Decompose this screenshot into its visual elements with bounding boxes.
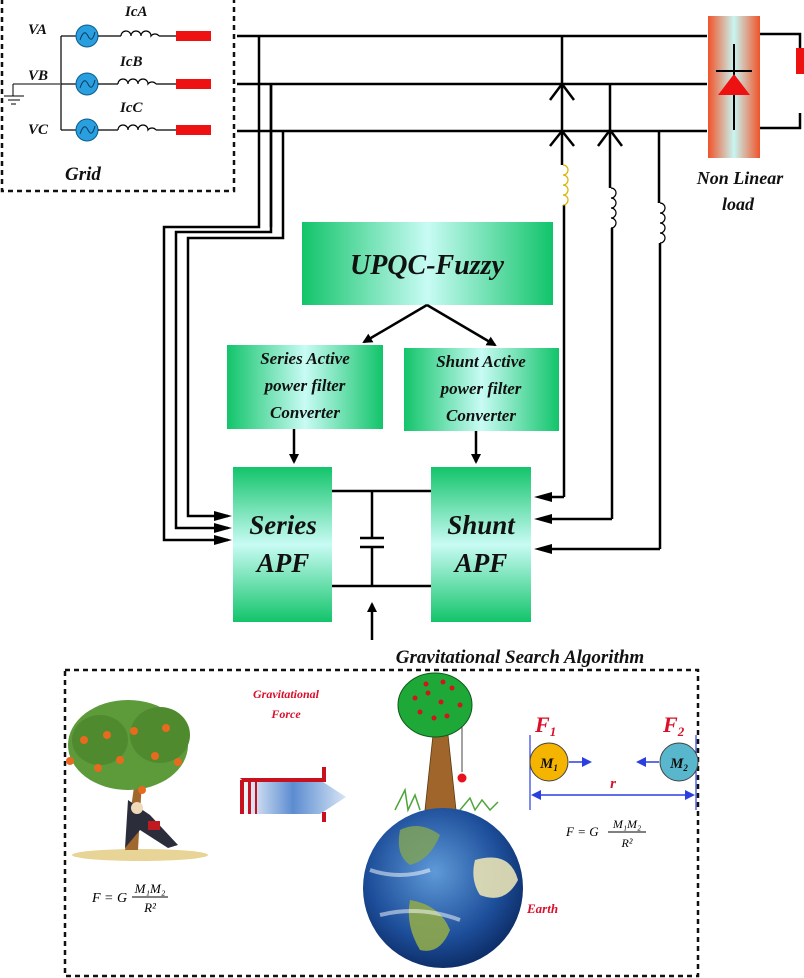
- svg-text:M₁M₂: M₁M₂: [134, 881, 166, 896]
- m2-label: M2: [669, 756, 688, 773]
- ground-icon: [4, 83, 60, 105]
- grid-dashed-border: [0, 0, 236, 193]
- shunt-apf-line2: APF: [453, 548, 508, 578]
- label-icc: IcC: [119, 100, 143, 116]
- gravitational-force-label-2: Force: [270, 707, 301, 721]
- force-arrow-icon: [240, 767, 346, 822]
- gsa-title: Gravitational Search Algorithm: [396, 647, 644, 668]
- shunt-converter-line1: Shunt Active: [436, 352, 526, 371]
- svg-text:R²: R²: [621, 836, 633, 850]
- svg-text:F = G: F = G: [91, 891, 127, 906]
- f1-label: F1: [534, 712, 556, 739]
- shunt-apf-block: Shunt APF: [431, 467, 531, 622]
- load-resistor: [796, 48, 804, 74]
- shunt-apf-line1: Shunt: [447, 510, 516, 540]
- label-ica: IcA: [124, 4, 148, 20]
- ac-source-icon: [75, 24, 99, 48]
- upqc-fuzzy-label: UPQC-Fuzzy: [350, 250, 505, 281]
- terminal-block: [176, 125, 211, 135]
- diode-icon: [716, 44, 752, 130]
- current-direction-chevrons: [549, 81, 623, 147]
- falling-apple-icon: [457, 773, 467, 783]
- series-converter-line3: Converter: [270, 403, 340, 422]
- terminal-block: [176, 79, 211, 89]
- phase-c: [61, 118, 211, 142]
- inductor-icon: [659, 202, 666, 244]
- series-converter-line1: Series Active: [260, 349, 350, 368]
- shunt-converter-line3: Converter: [446, 406, 516, 425]
- series-apf-input-arrows: [214, 511, 232, 545]
- inductor-icon: [117, 78, 157, 86]
- load-label-line1: Non Linear: [696, 168, 785, 188]
- two-mass-diagram: F1 F2 M1 M2 r: [529, 712, 699, 810]
- coupling-inductors: [562, 164, 666, 244]
- mass-m1: [529, 742, 569, 782]
- gravitational-force-label-1: Gravitational: [253, 687, 320, 701]
- terminal-block: [176, 31, 211, 41]
- label-va: VA: [28, 22, 47, 38]
- load-label-line2: load: [722, 194, 755, 214]
- series-apf-feed-lines: [162, 36, 285, 542]
- shunt-converter-block: Shunt Active power filter Converter: [404, 348, 559, 431]
- non-linear-load: Non Linear load: [696, 16, 785, 214]
- shunt-apf-feed-lines: [548, 36, 662, 551]
- converter-output-arrows: [289, 429, 481, 464]
- phase-b: [61, 72, 211, 96]
- shunt-converter-line2: power filter: [439, 379, 522, 398]
- distance-label: r: [610, 776, 616, 792]
- newton-apple-tree-illustration: [66, 700, 208, 861]
- gsa-panel: F = G M₁M₂ R² Gravitational Force: [63, 668, 700, 978]
- grid-panel: VA VB VC IcA IcB IcC Grid: [0, 0, 236, 193]
- phase-a: [61, 24, 211, 48]
- inductor-icon: [562, 164, 569, 206]
- series-apf-block: Series APF: [233, 467, 332, 622]
- ac-source-icon: [75, 118, 99, 142]
- newton-formula: F = G M₁M₂ R²: [91, 881, 168, 915]
- three-phase-bus: [237, 32, 802, 133]
- series-converter-line2: power filter: [263, 376, 346, 395]
- m1-label: M1: [539, 756, 558, 773]
- label-vb: VB: [28, 68, 48, 84]
- ac-source-icon: [75, 72, 99, 96]
- dc-link: [332, 489, 431, 588]
- shunt-apf-input-arrows: [534, 492, 552, 554]
- svg-text:M₁M₂: M₁M₂: [612, 817, 641, 831]
- series-converter-block: Series Active power filter Converter: [227, 345, 383, 429]
- label-vc: VC: [28, 122, 49, 138]
- inductor-icon: [117, 124, 157, 132]
- f2-label: F2: [662, 712, 685, 739]
- gsa-dashed-border: [63, 668, 700, 978]
- upqc-fuzzy-block: UPQC-Fuzzy: [302, 222, 553, 305]
- svg-text:R²: R²: [143, 900, 157, 915]
- series-apf-line2: APF: [255, 548, 310, 578]
- series-apf-line1: Series: [249, 510, 317, 540]
- svg-text:F = G: F = G: [565, 824, 599, 839]
- inductor-icon: [120, 30, 160, 38]
- mass-formula: F = G M₁M₂ R²: [565, 817, 646, 850]
- mass-m2: [659, 742, 699, 782]
- label-icb: IcB: [119, 54, 143, 70]
- apple-tree-icon: [394, 672, 499, 813]
- earth-label: Earth: [526, 901, 558, 916]
- earth-globe-icon: [363, 808, 523, 968]
- grid-title: Grid: [65, 164, 101, 185]
- controller-arrows: [362, 303, 497, 347]
- inductor-icon: [610, 187, 617, 229]
